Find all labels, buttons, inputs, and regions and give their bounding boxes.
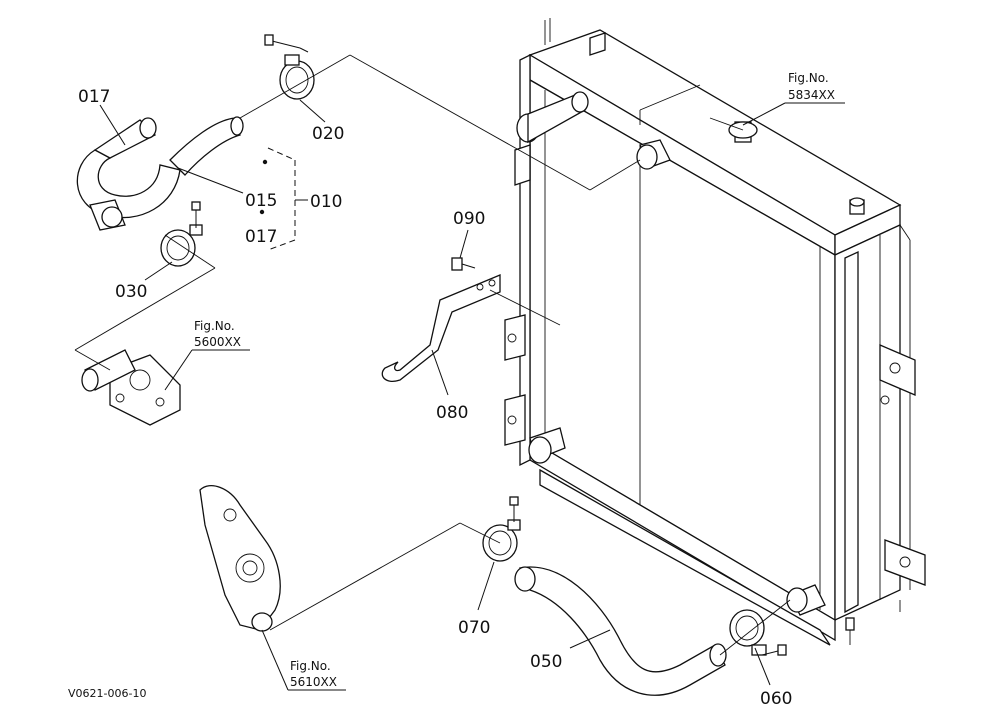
fig-ref-thermostat-prefix: Fig.No. <box>194 319 235 333</box>
clamp-060 <box>729 609 787 656</box>
callout-080: 080 <box>436 403 468 423</box>
bracket-080 <box>381 274 501 382</box>
fig-ref-water-pump-number: 5610XX <box>290 675 337 689</box>
callout-010: 010 <box>310 192 342 212</box>
callout-070: 070 <box>458 618 490 638</box>
clamp-030 <box>160 201 203 267</box>
callout-090: 090 <box>453 209 485 229</box>
callout-017-sub: 017 <box>245 227 277 247</box>
fig-ref-radiator-number: 5834XX <box>788 88 835 102</box>
fig-ref-thermostat-number: 5600XX <box>194 335 241 349</box>
clamp-070 <box>482 496 521 562</box>
figure-references: Fig.No. 5834XX Fig.No. 5600XX Fig.No. 56… <box>194 71 835 689</box>
leader-lines <box>74 54 845 691</box>
clamp-020 <box>264 34 315 100</box>
lower-hose-050 <box>514 566 727 696</box>
group-bracket-010 <box>259 147 308 251</box>
bolt-090 <box>451 257 476 271</box>
upper-hose-assembly <box>76 116 244 231</box>
callouts: 017 015 010 017 020 030 090 080 070 050 … <box>78 87 792 709</box>
fig-ref-radiator-prefix: Fig.No. <box>788 71 829 85</box>
radiator <box>504 18 926 646</box>
callout-017-top: 017 <box>78 87 110 107</box>
callout-020: 020 <box>312 124 344 144</box>
callout-030: 030 <box>115 282 147 302</box>
callout-050: 050 <box>530 652 562 672</box>
water-pump-housing <box>199 485 281 632</box>
fig-ref-water-pump-prefix: Fig.No. <box>290 659 331 673</box>
callout-015: 015 <box>245 191 277 211</box>
thermostat-housing <box>81 349 181 426</box>
callout-060: 060 <box>760 689 792 709</box>
drawing-code: V0621-006-10 <box>68 687 146 700</box>
